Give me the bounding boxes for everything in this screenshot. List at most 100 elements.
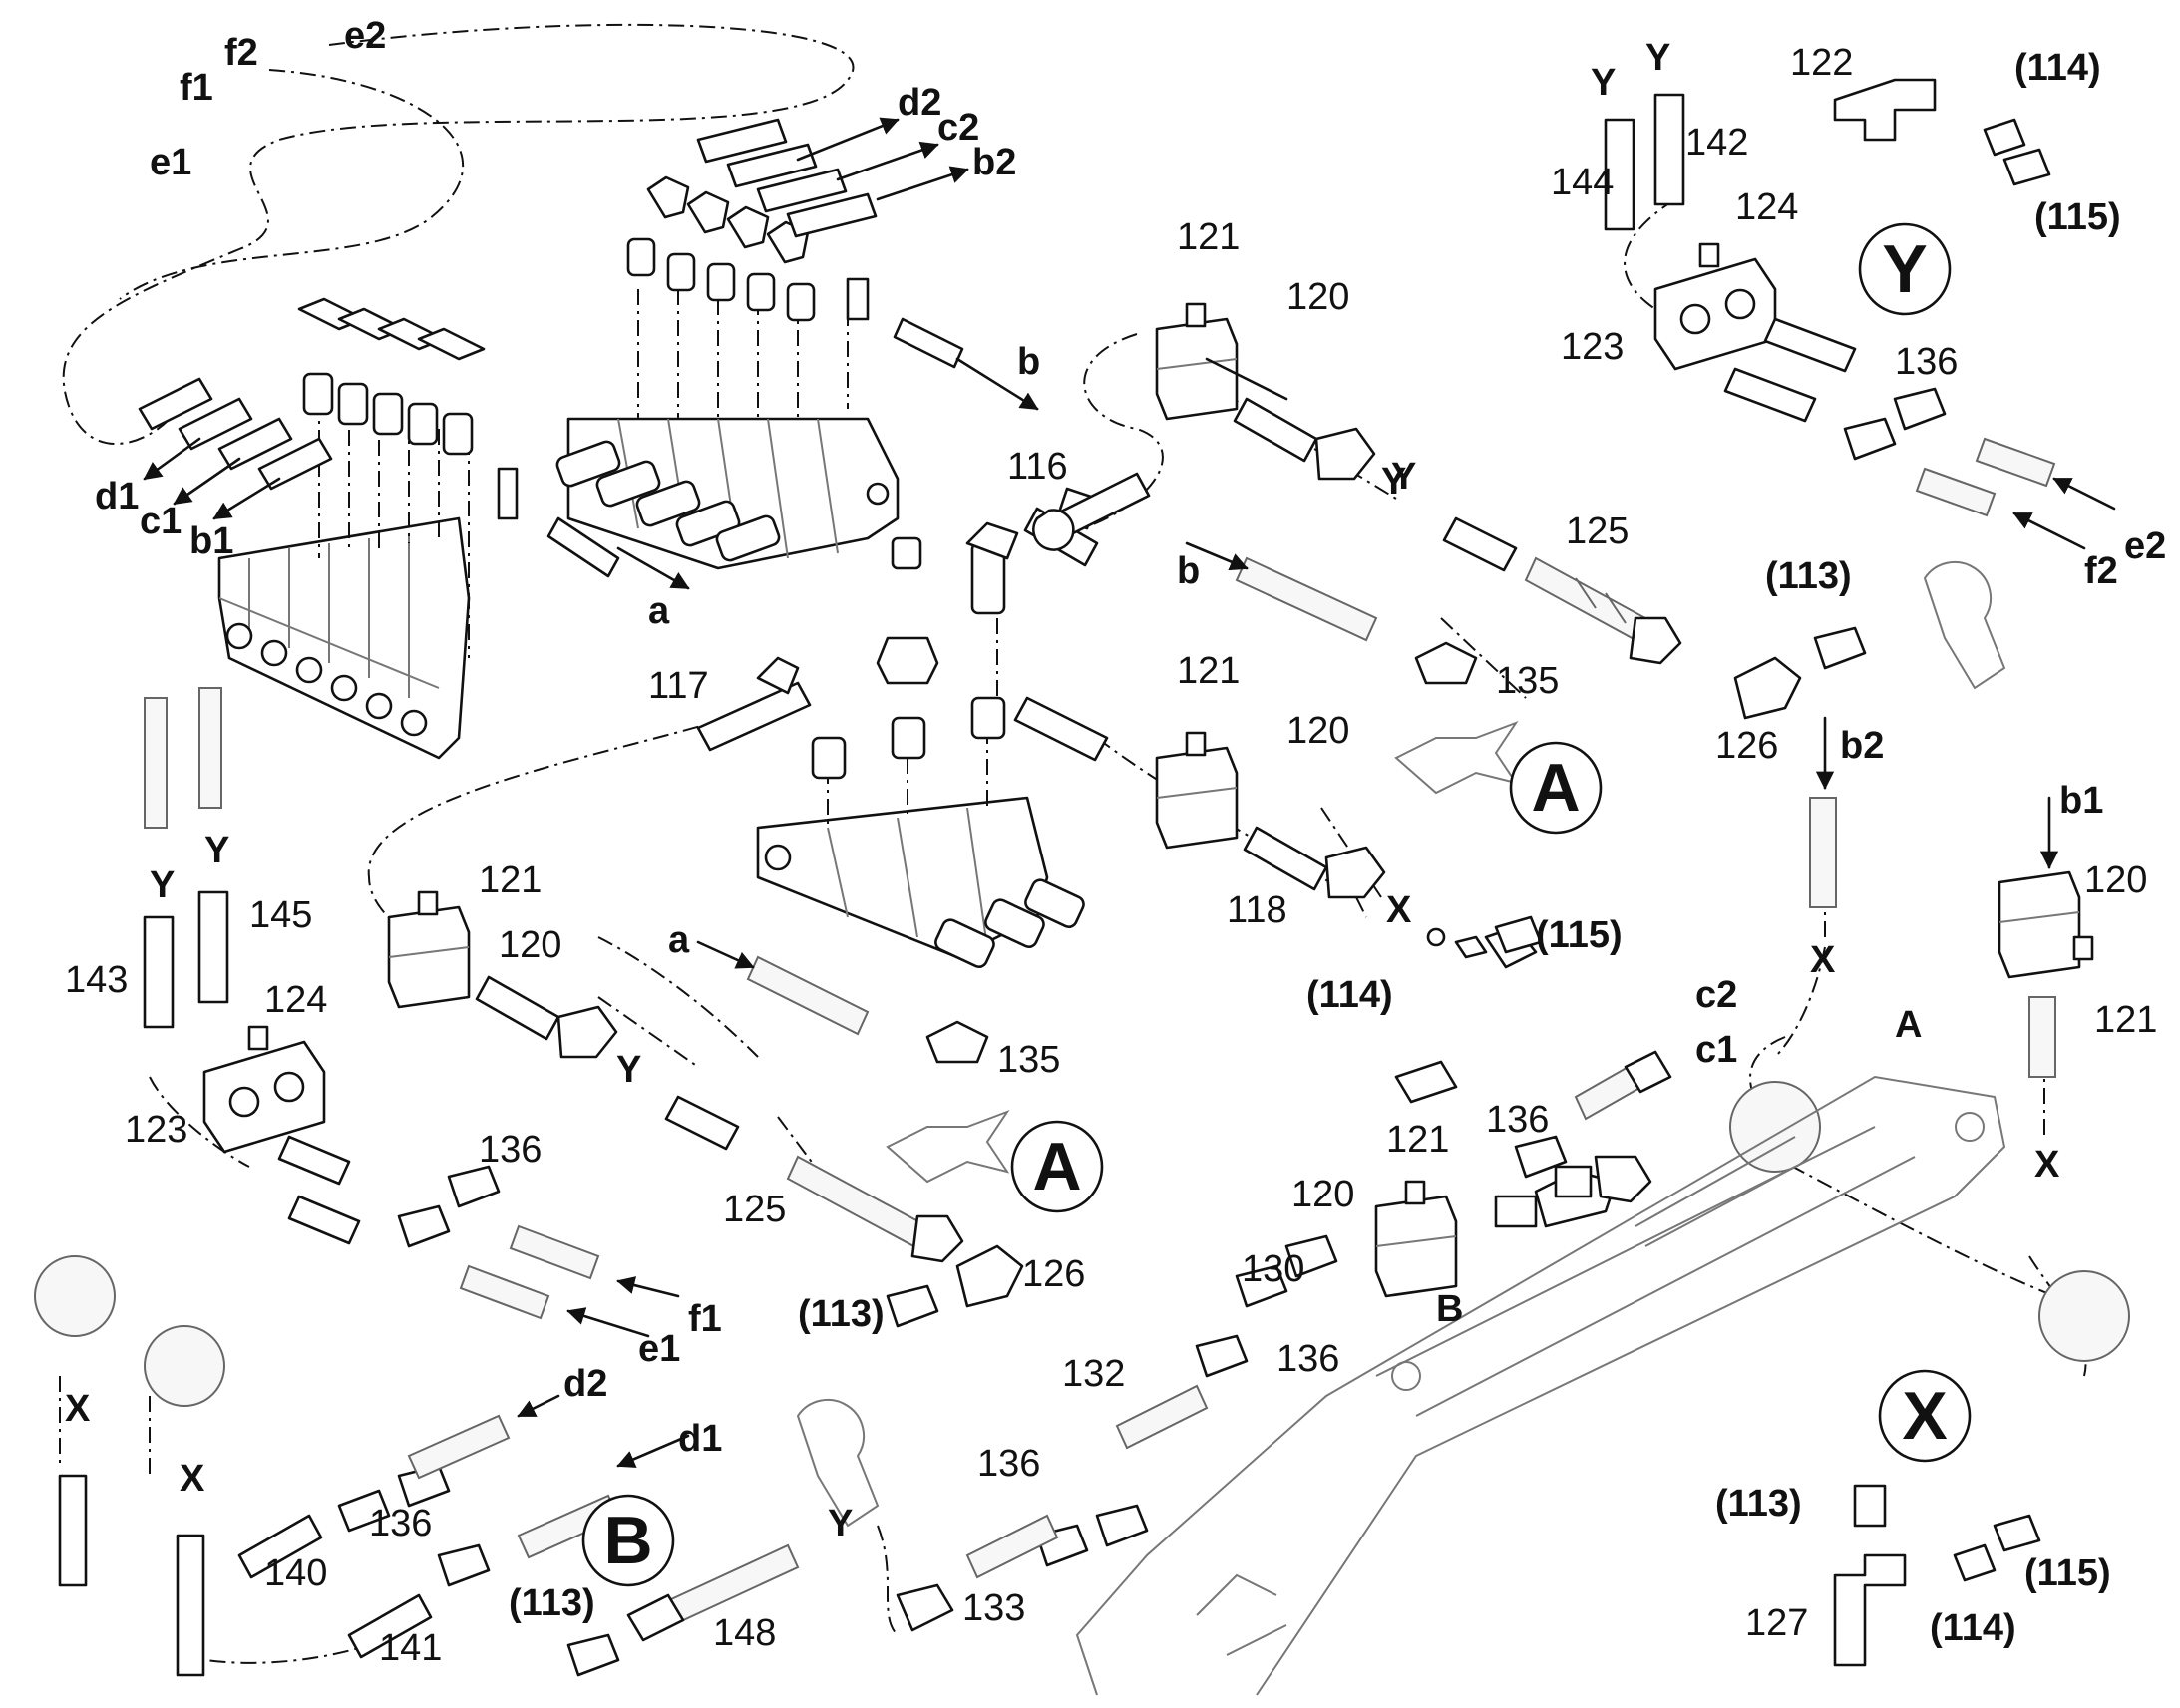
label-n136d: 136 — [1276, 1338, 1339, 1380]
label-n120d: 120 — [2084, 859, 2147, 901]
label-b1-r: b1 — [2059, 780, 2103, 822]
label-e1-low: e1 — [638, 1328, 680, 1370]
label-n126b: 126 — [1022, 1253, 1085, 1295]
label-X-c: X — [2034, 1144, 2060, 1186]
label-n136c: 136 — [1486, 1099, 1549, 1141]
label-n115b: (115) — [2034, 196, 2121, 238]
label-n125a: 125 — [1566, 511, 1629, 552]
label-n140: 140 — [264, 1552, 327, 1594]
label-n122: 122 — [1790, 42, 1853, 84]
label-n120b: 120 — [1286, 710, 1349, 752]
label-n142: 142 — [1685, 122, 1748, 164]
callout-circle-icon — [1858, 222, 1952, 316]
callout-A-lower: A — [1032, 1129, 1081, 1204]
label-n141: 141 — [379, 1627, 442, 1669]
clamp-block-lower — [1374, 1180, 1458, 1298]
callout-circle-icon — [1509, 741, 1603, 835]
section-marks: Y Y Y Y Y Y Y Y X X X X X — [65, 37, 2060, 1544]
label-n143: 143 — [65, 959, 128, 1001]
label-Y-a: Y — [1391, 456, 1416, 498]
label-n120a: 120 — [1286, 276, 1349, 318]
label-Y-f: Y — [204, 830, 229, 871]
part-labels: 121 120 116 125 (113) 126 135 121 120 11… — [65, 42, 2157, 1669]
label-n120e: 120 — [1291, 1174, 1354, 1215]
label-n136a: 136 — [479, 1129, 542, 1171]
hose-stubs-top — [696, 118, 878, 238]
label-f1: f1 — [180, 67, 213, 109]
callout-circle-icon — [581, 1494, 675, 1587]
label-n132: 132 — [1062, 1353, 1125, 1395]
label-a: a — [648, 590, 670, 632]
label-n115a: (115) — [1536, 914, 1623, 956]
label-Y-e: Y — [150, 864, 175, 906]
hose-assemblies — [34, 78, 2130, 1677]
label-Y-c: Y — [1645, 37, 1670, 79]
label-n113c: (113) — [509, 1582, 595, 1624]
label-n125b: 125 — [723, 1189, 786, 1230]
clamp-block-left — [387, 890, 471, 1009]
label-b: b — [1017, 341, 1040, 383]
label-Y-h: Y — [1381, 461, 1406, 503]
label-e1: e1 — [150, 142, 191, 183]
label-n121a: 121 — [1177, 216, 1240, 258]
label-d2: d2 — [898, 82, 941, 124]
hose-routes — [59, 23, 2087, 1664]
label-n133: 133 — [962, 1587, 1025, 1629]
callout-circle-icon — [1010, 1120, 1104, 1213]
valve-block-upper-left — [138, 297, 486, 760]
callout-B: B — [603, 1503, 652, 1578]
label-c2-r: c2 — [1695, 974, 1737, 1016]
label-n120c: 120 — [499, 924, 561, 966]
label-n123a: 123 — [125, 1109, 187, 1151]
callout-A-upper: A — [1531, 750, 1580, 826]
label-b1: b1 — [189, 520, 233, 562]
label-c2: c2 — [937, 107, 979, 149]
label-n135a: 135 — [1496, 660, 1559, 702]
label-n114a: (114) — [1306, 974, 1393, 1016]
label-Y-d: Y — [616, 1049, 641, 1091]
clamp-block-middle — [1155, 731, 1239, 850]
label-b2: b2 — [972, 142, 1016, 183]
label-e2: e2 — [344, 15, 386, 57]
label-n130: 130 — [1242, 1248, 1304, 1290]
label-f2: f2 — [224, 32, 258, 74]
label-f2-r: f2 — [2084, 550, 2118, 592]
label-b2-r: b2 — [1840, 725, 1884, 767]
label-n121b: 121 — [1177, 650, 1240, 692]
label-B-lower: B — [1436, 1288, 1463, 1330]
label-n113b: (113) — [798, 1293, 885, 1335]
label-n114b: (114) — [2014, 47, 2101, 89]
label-n123b: 123 — [1561, 326, 1624, 368]
hose-stubs-left — [138, 377, 333, 491]
label-n144: 144 — [1551, 162, 1614, 203]
label-c1: c1 — [140, 501, 182, 542]
clamp-block-right — [1998, 870, 2094, 979]
label-n121c: 121 — [479, 859, 542, 901]
label-n145: 145 — [249, 894, 312, 936]
label-n113d: (113) — [1715, 1483, 1802, 1525]
label-X-e: X — [180, 1458, 205, 1500]
label-n124a: 124 — [264, 979, 327, 1021]
valve-cartridges — [555, 440, 781, 562]
label-n127: 127 — [1745, 1602, 1808, 1644]
fittings-top-center — [626, 175, 816, 322]
hose-end-labels: e2 f2 f1 e1 d1 c1 b1 d2 c2 b2 b a b a f1… — [95, 15, 2166, 1460]
label-n121e: 121 — [1386, 1119, 1449, 1161]
double-clamp-123-124-lower — [202, 1025, 326, 1154]
valve-block-lower-center — [756, 521, 1085, 969]
label-d2-low: d2 — [563, 1363, 607, 1405]
label-d1: d1 — [95, 476, 139, 517]
label-n148: 148 — [713, 1612, 776, 1654]
label-n116: 116 — [1007, 446, 1068, 488]
label-n118: 118 — [1227, 889, 1287, 931]
callout-Y: Y — [1882, 231, 1927, 307]
section-callouts: A A Y X B — [581, 222, 1972, 1587]
label-n114c: (114) — [1930, 1607, 2016, 1649]
label-n117: 117 — [648, 665, 709, 707]
label-n136f: 136 — [369, 1503, 432, 1544]
double-clamp-123-124-upper — [1653, 242, 1777, 371]
label-n113a: (113) — [1765, 555, 1852, 597]
label-Y-g: Y — [828, 1503, 853, 1544]
label-n121d: 121 — [2094, 999, 2157, 1041]
